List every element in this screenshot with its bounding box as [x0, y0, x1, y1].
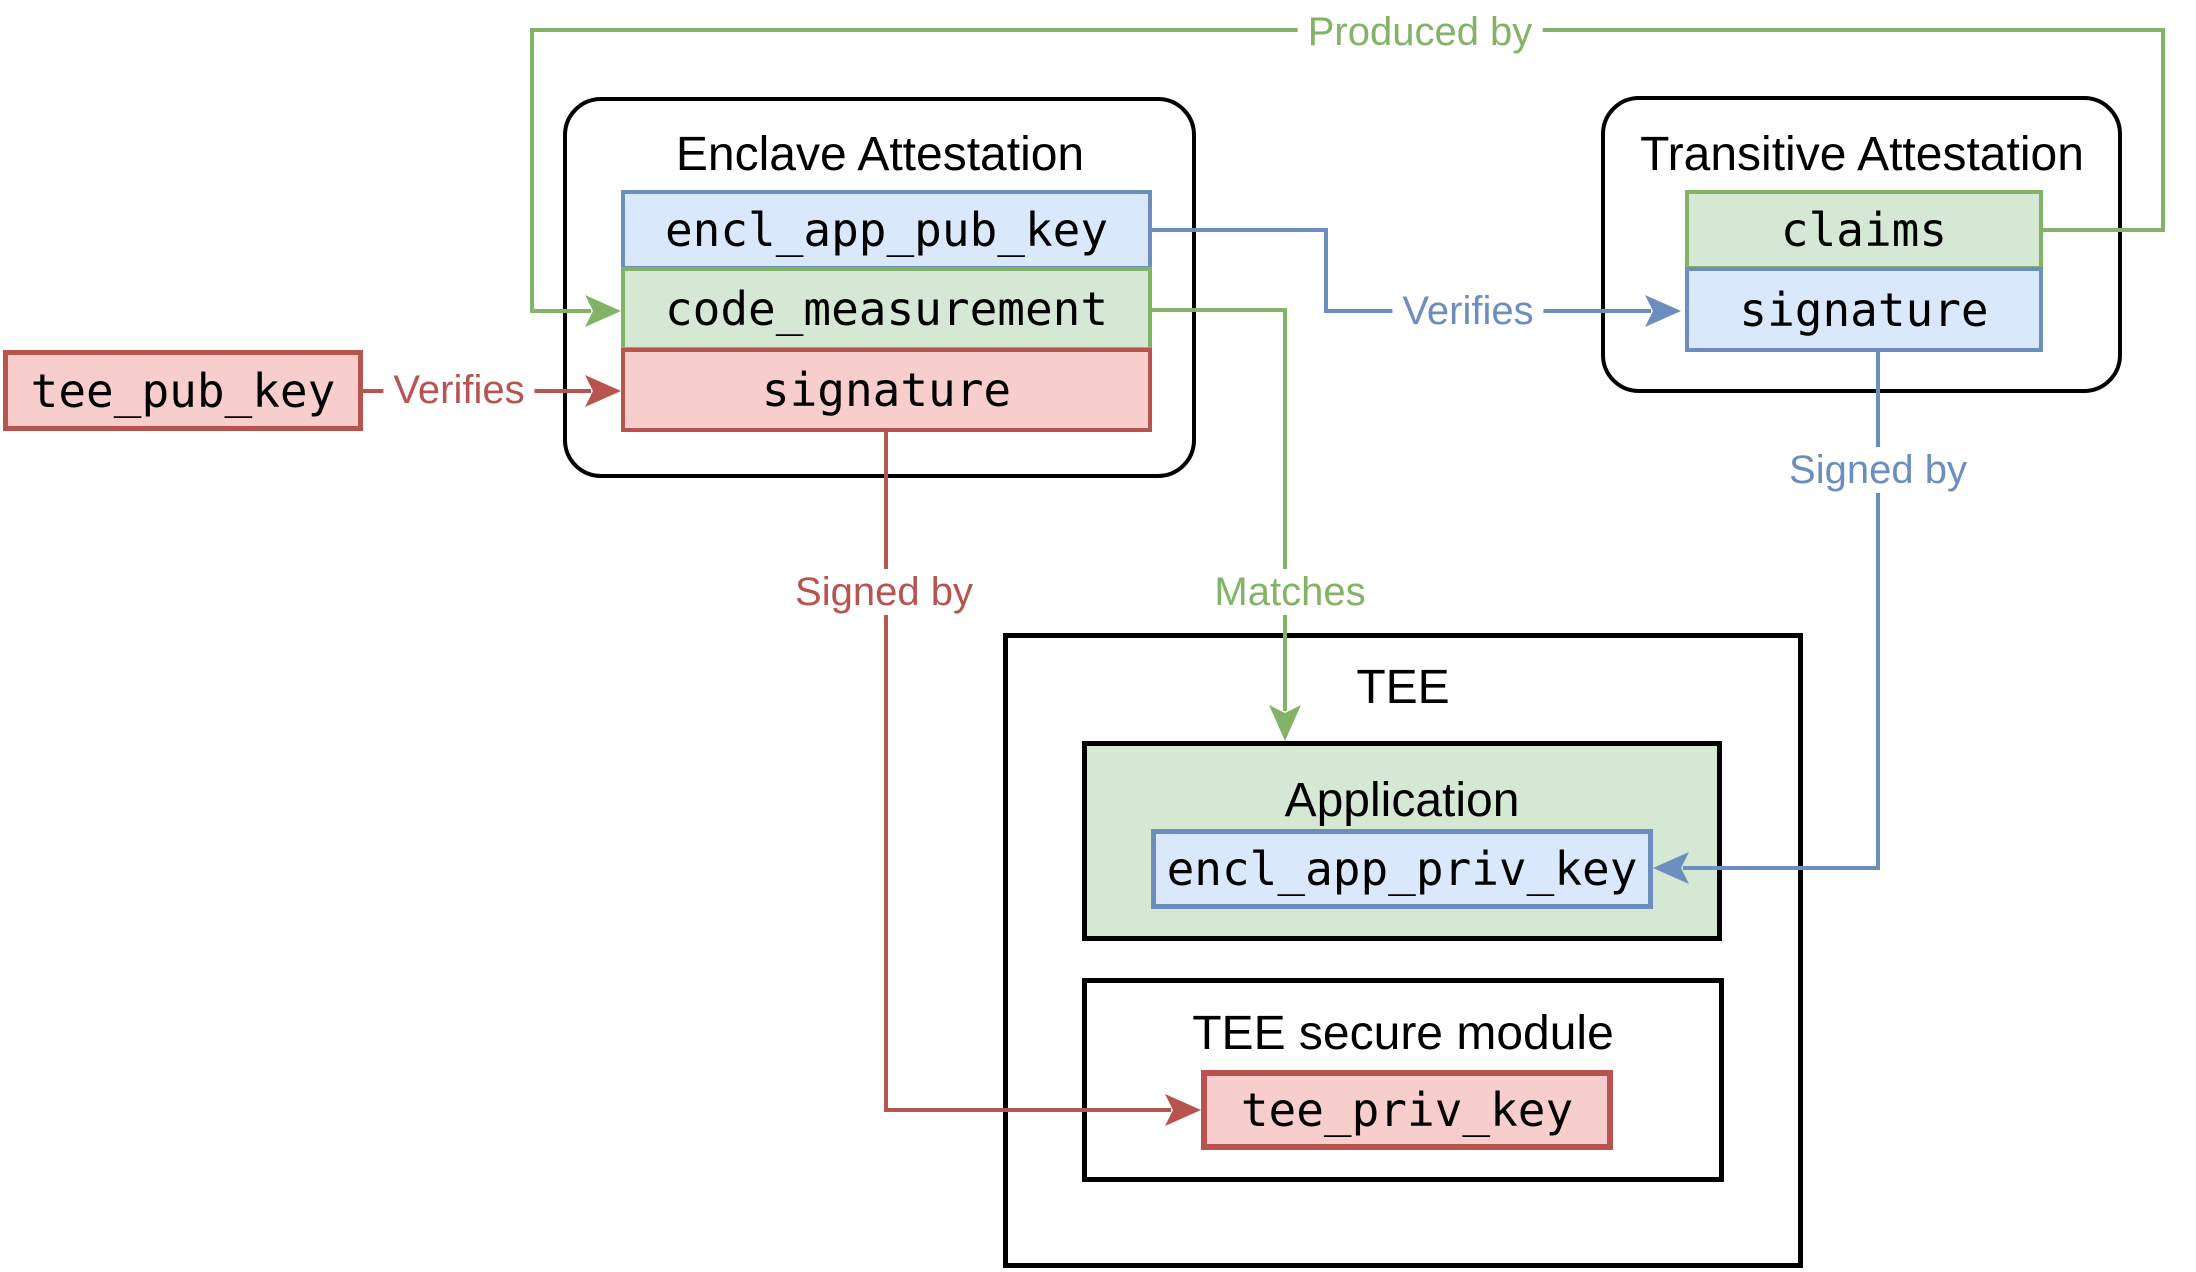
field-transitive-signature: signature: [1685, 267, 2043, 352]
edge-label-matches: Matches: [1204, 569, 1376, 615]
field-enclave-signature-label: signature: [761, 363, 1012, 417]
field-transitive-signature-label: signature: [1739, 282, 1989, 337]
node-tee-pub-key: tee_pub_key: [3, 350, 363, 431]
node-tee-priv-key: tee_priv_key: [1201, 1070, 1613, 1150]
application-title: Application: [1284, 774, 1520, 827]
field-code-measurement-label: code_measurement: [664, 282, 1109, 336]
node-encl-app-priv-key-label: encl_app_priv_key: [1166, 842, 1638, 896]
field-code-measurement: code_measurement: [621, 267, 1152, 351]
node-tee-pub-key-label: tee_pub_key: [30, 363, 336, 418]
node-tee-priv-key-label: tee_priv_key: [1240, 1083, 1574, 1137]
transitive-attestation-title: Transitive Attestation: [1640, 128, 2084, 181]
edge-label-verifies-tee: Verifies: [383, 367, 535, 413]
edge-label-signed-by-tee: Signed by: [785, 569, 983, 615]
tee-title: TEE: [1356, 661, 1450, 714]
enclave-attestation-title: Enclave Attestation: [675, 128, 1085, 181]
field-enclave-signature: signature: [621, 348, 1152, 432]
edge-label-verifies-transitive: Verifies: [1392, 288, 1544, 334]
tee-secure-module-title: TEE secure module: [1192, 1007, 1614, 1060]
edge-label-signed-by-encl: Signed by: [1779, 447, 1977, 493]
edge-label-produced-by: Produced by: [1297, 9, 1543, 55]
field-encl-app-pub-key-label: encl_app_pub_key: [664, 203, 1109, 257]
field-encl-app-pub-key: encl_app_pub_key: [621, 190, 1152, 270]
field-claims: claims: [1685, 190, 2043, 270]
node-encl-app-priv-key: encl_app_priv_key: [1151, 829, 1653, 909]
field-claims-label: claims: [1780, 203, 1948, 257]
